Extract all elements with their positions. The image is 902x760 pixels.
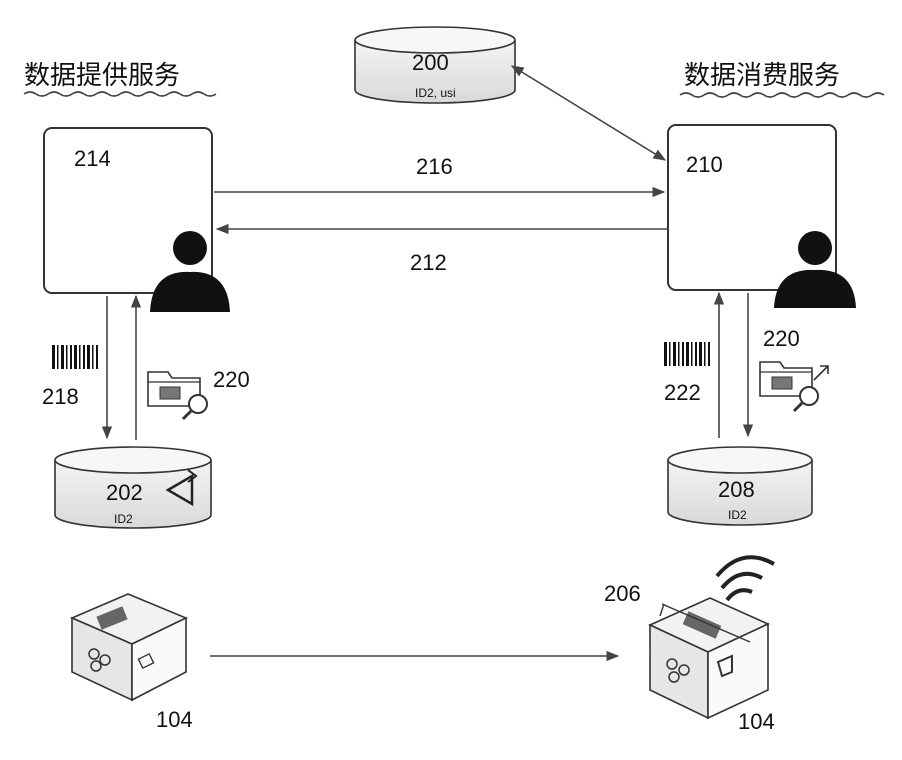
- database-202-number: 202: [106, 480, 143, 505]
- wireless-icon: [717, 557, 774, 600]
- database-208: 208 ID2: [668, 447, 812, 525]
- consumer-search-label: 220: [763, 326, 800, 351]
- folder-search-icon: [148, 372, 207, 419]
- database-208-sub: ID2: [728, 508, 747, 522]
- consumer-box: [668, 125, 836, 290]
- tag-label: 206: [604, 581, 641, 606]
- provider-title: 数据提供服务: [24, 61, 180, 91]
- database-200-sub: ID2, usi: [415, 86, 456, 100]
- package-icon: [72, 594, 186, 700]
- provider-search-label: 220: [213, 367, 250, 392]
- barcode-icon: [664, 342, 710, 366]
- provider-title-underline: [24, 92, 216, 96]
- database-208-number: 208: [718, 477, 755, 502]
- right-package-label: 104: [738, 709, 775, 734]
- arrow-db200-consumer: [512, 66, 665, 160]
- provider-box-number: 214: [74, 146, 111, 171]
- arrow-216-label: 216: [416, 154, 453, 179]
- package-icon: [650, 598, 768, 718]
- database-200: 200 ID2, usi: [355, 27, 515, 103]
- left-package-label: 104: [156, 707, 193, 732]
- database-200-number: 200: [412, 50, 449, 75]
- consumer-box-number: 210: [686, 152, 723, 177]
- arrow-218-label: 218: [42, 384, 79, 409]
- database-202-sub: ID2: [114, 512, 133, 526]
- database-202: 202 ID2: [55, 447, 211, 528]
- arrow-212-label: 212: [410, 250, 447, 275]
- provider-box: [44, 128, 212, 293]
- folder-search-icon: [760, 362, 828, 411]
- consumer-title: 数据消费服务: [684, 61, 840, 91]
- barcode-icon: [52, 345, 98, 369]
- arrow-222-label: 222: [664, 380, 701, 405]
- consumer-title-underline: [680, 93, 884, 97]
